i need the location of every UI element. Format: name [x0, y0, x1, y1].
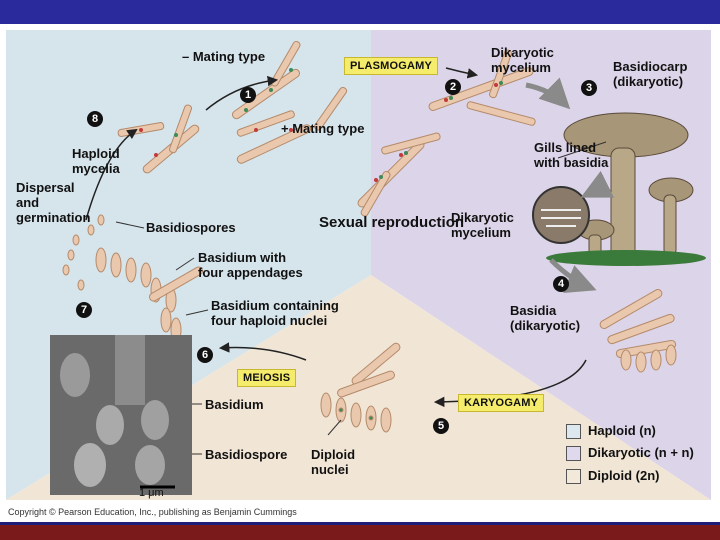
haploid-hyphae-minus	[117, 40, 301, 174]
slide-top-bar	[0, 0, 720, 24]
basidium-label: Basidium	[205, 397, 264, 412]
step-8: 8	[87, 111, 103, 127]
meiosis-stage: MEIOSIS	[237, 369, 297, 387]
dikaryotic-mycelium-top-label-2: mycelium	[491, 60, 551, 75]
arrow-7-to-8	[85, 128, 138, 221]
bottom-bar-stripe	[0, 522, 720, 525]
mating-type-plus-label: + Mating type	[281, 121, 365, 136]
haploid-mycelia-label-2: mycelia	[72, 161, 120, 176]
haploid-mycelia-label-1: Haploid	[72, 146, 120, 161]
sem-micrograph	[50, 335, 192, 495]
dispersal-label-1: Dispersal	[16, 180, 75, 195]
scale-bar-label: 1 μm	[139, 487, 164, 499]
arrow-plasmogamy	[445, 67, 479, 79]
basidiospore-label: Basidiospore	[205, 447, 288, 462]
legend-haploid-swatch	[566, 424, 581, 439]
diploid-nuclei-label-1: Diploid	[311, 447, 356, 462]
step-6: 6	[197, 347, 213, 363]
step-5: 5	[433, 418, 449, 434]
gills-label-2: with basidia	[534, 155, 609, 170]
copyright-notice: Copyright © Pearson Education, Inc., pub…	[8, 507, 297, 517]
basidiospores-label: Basidiospores	[146, 220, 236, 235]
step-3: 3	[581, 80, 597, 96]
micrograph-art	[50, 335, 192, 495]
arrow-2-to-3	[525, 77, 571, 110]
legend-dikaryotic-swatch	[566, 446, 581, 461]
basidiocarp-label-2: (dikaryotic)	[613, 74, 684, 89]
step-2: 2	[445, 79, 461, 95]
diploid-nuclei-label-2: nuclei	[311, 462, 349, 477]
step-7: 7	[76, 302, 92, 318]
basidiocarp-label-1: Basidiocarp	[613, 59, 688, 74]
plasmogamy-stage: PLASMOGAMY	[344, 57, 439, 75]
dikaryotic-mycelium-top-label-1: Dikaryotic	[491, 45, 554, 60]
dikaryotic-mycelium-mid-label-1: Dikaryotic	[451, 210, 514, 225]
dikaryotic-mycelium-mid-label-2: mycelium	[451, 225, 511, 240]
arrow-gills	[580, 170, 615, 198]
arrow-8-to-1	[205, 75, 279, 111]
step-1: 1	[240, 87, 256, 103]
haploid-hyphae-plus	[236, 86, 348, 164]
arrow-3-to-4	[549, 258, 597, 294]
basidium-nuclei-label-2: four haploid nuclei	[211, 313, 328, 328]
haploid-nuclei	[139, 68, 293, 157]
karyogamy-stage: KARYOGAMY	[458, 394, 545, 412]
diploid-basidia	[320, 342, 401, 433]
spores	[62, 214, 105, 291]
gills-label-1: Gills lined	[534, 140, 597, 155]
life-cycle-diagram: 1 μm PLASMOGAMY KARYOGAMY MEIOSIS 1 2 3 …	[6, 30, 711, 500]
basidia-label-2: (dikaryotic)	[510, 318, 581, 333]
dikaryotic-basidia-right	[599, 289, 677, 373]
dikaryotic-hyphae-top	[357, 49, 536, 217]
legend-haploid-label: Haploid (n)	[588, 423, 656, 438]
step-4: 4	[553, 276, 569, 292]
haploid-basidia-left	[95, 247, 204, 343]
arrow-meiosis	[218, 342, 307, 361]
mating-type-minus-label: – Mating type	[182, 49, 266, 64]
dispersal-label-3: germination	[16, 210, 91, 225]
basidium-appendages-label-2: four appendages	[198, 265, 303, 280]
slide-bottom-bar	[0, 522, 720, 540]
basidium-nuclei-label-1: Basidium containing	[211, 298, 339, 313]
legend-dikaryotic-label: Dikaryotic (n + n)	[588, 445, 694, 460]
basidium-appendages-label-1: Basidium with	[198, 250, 287, 265]
diagram-title: Sexual reproduction	[319, 214, 465, 231]
legend-diploid-swatch	[566, 469, 581, 484]
legend-diploid-label: Diploid (2n)	[588, 468, 660, 483]
basidia-label-1: Basidia	[510, 303, 557, 318]
dikaryotic-nuclei-top	[374, 81, 503, 182]
dispersal-label-2: and	[16, 195, 40, 210]
